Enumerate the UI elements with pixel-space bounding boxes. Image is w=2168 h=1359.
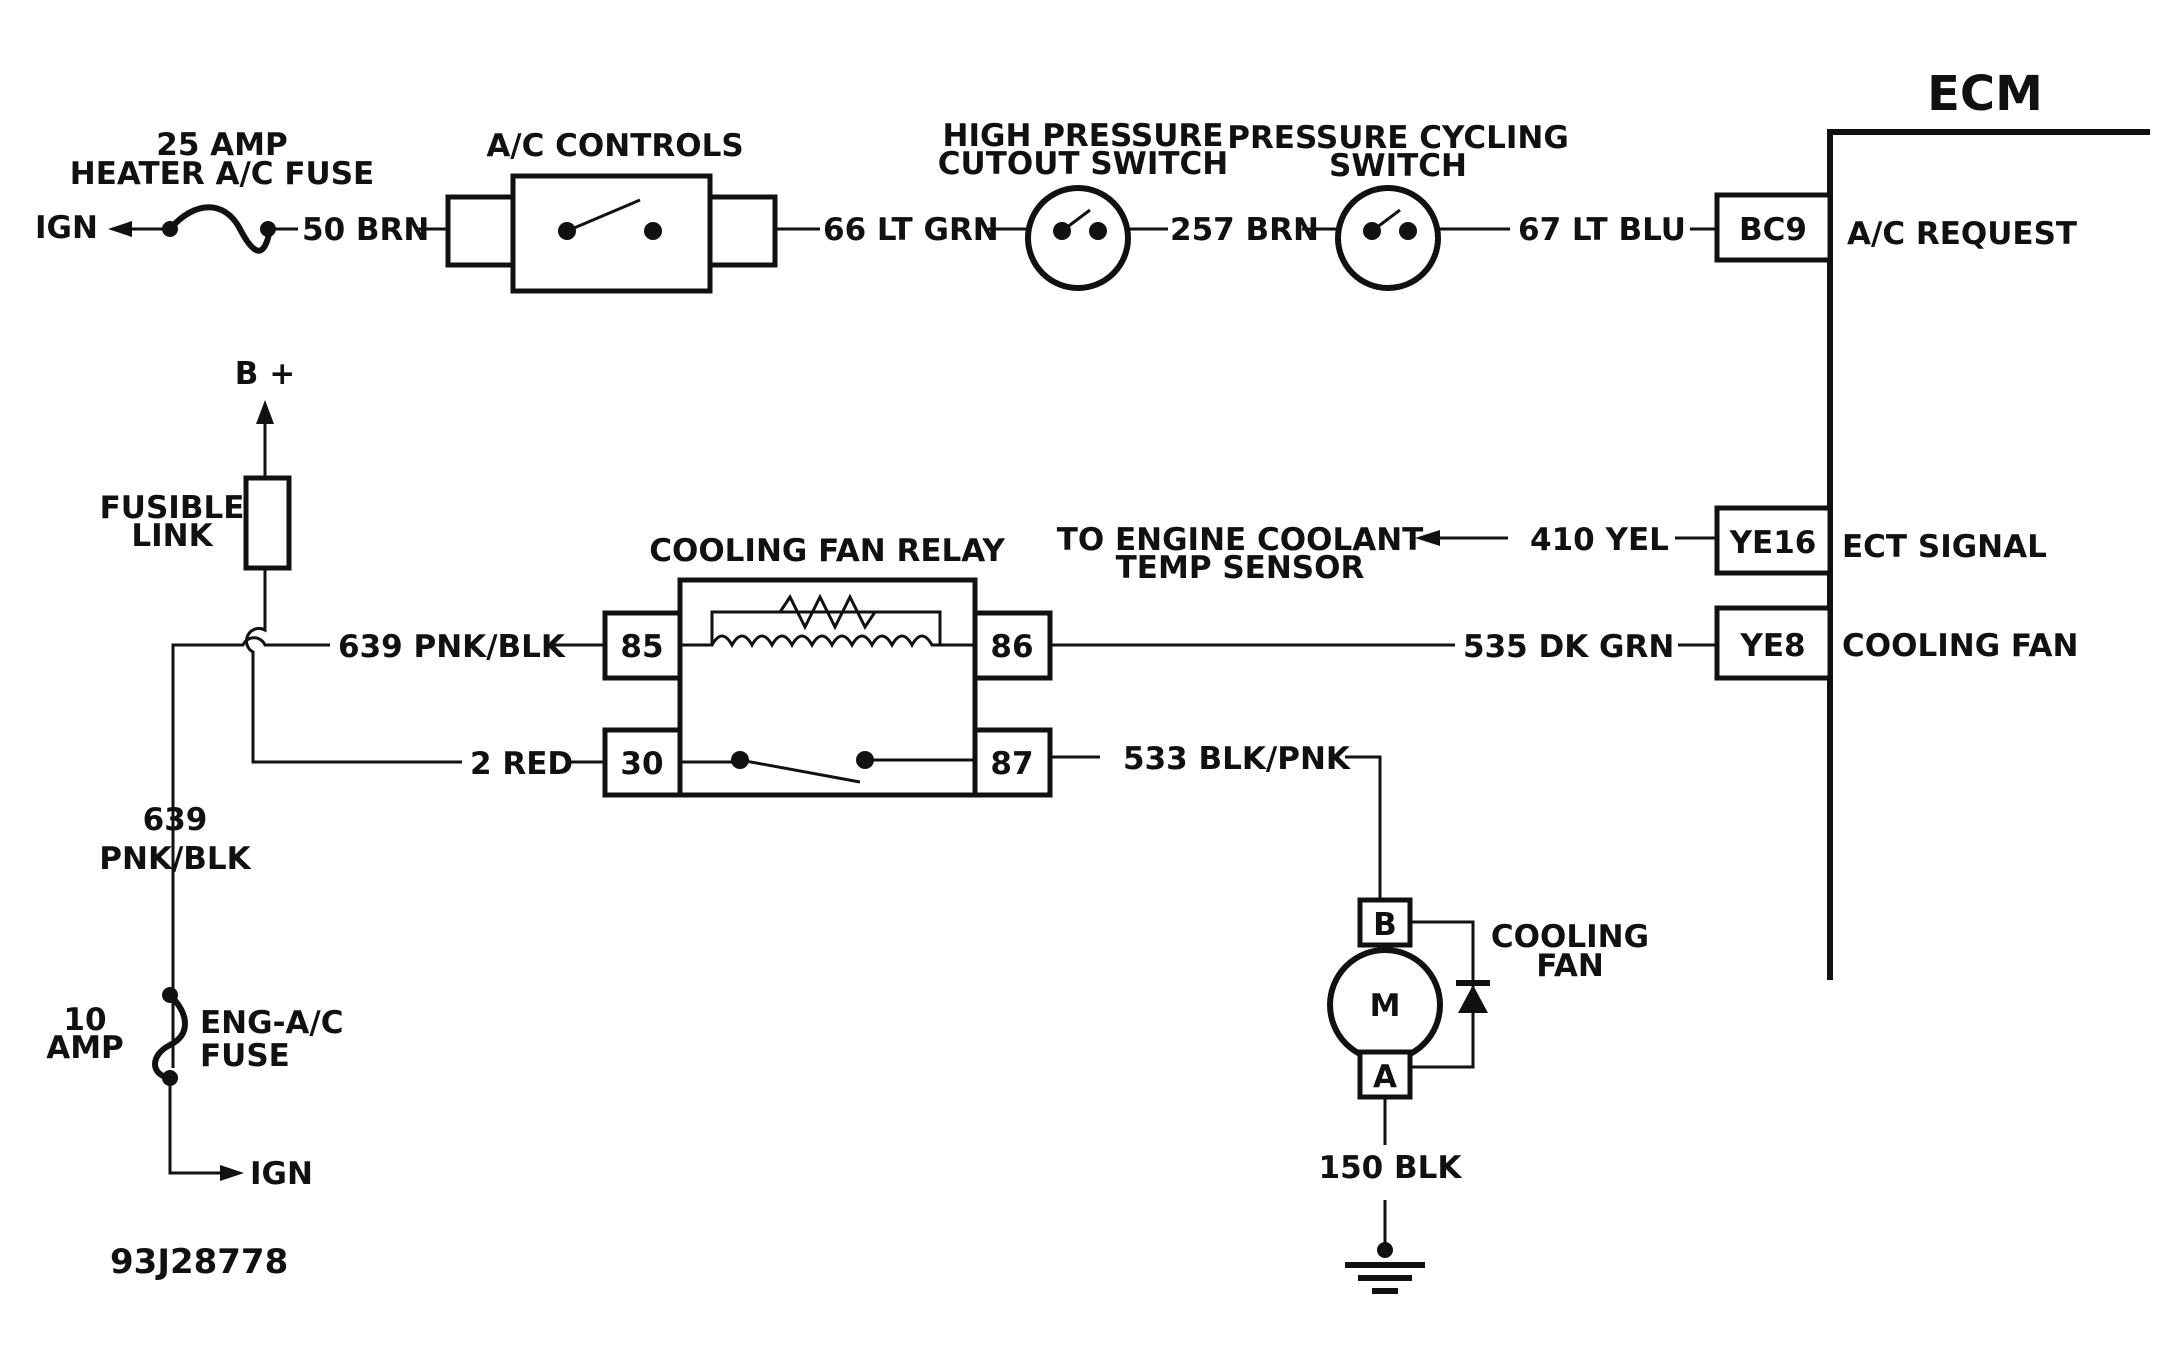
relay-pin-86-label: 86 [990, 629, 1033, 665]
hp-switch-blade [1061, 208, 1091, 233]
figure-id: 93J28778 [110, 1242, 288, 1282]
ecm-ect-signal-label: ECT SIGNAL [1842, 529, 2047, 565]
wire-639-pnk-blk-label: 639 PNK/BLK [338, 629, 566, 665]
ecm-pin-ye8-label: YE8 [1739, 628, 1805, 664]
cooling-fan: B M A COOLING FAN 150 BLK [1319, 897, 1649, 1294]
vertical-wire-number: 639 [143, 802, 208, 838]
fusible-link-label-2: LINK [131, 518, 213, 554]
ecm: ECM BC9 A/C REQUEST YE16 ECT SIGNAL YE8 … [1714, 66, 2150, 980]
wire-257-brn-label: 257 BRN [1170, 212, 1319, 248]
cycling-switch-body [1335, 185, 1441, 291]
ac-controls-connector-left [445, 194, 516, 268]
ac-request-circuit: 25 AMP HEATER A/C FUSE IGN 50 BRN A/C CO… [35, 118, 1717, 294]
ground-wire-label: 150 BLK [1319, 1150, 1463, 1186]
ecm-pin-ye16 [1714, 505, 1833, 576]
wire-66-lt-grn-label: 66 LT GRN [823, 212, 999, 248]
ign-arrow-head-bottom [220, 1165, 244, 1181]
wire-2-red-label: 2 RED [470, 746, 573, 782]
hp-switch-label-2: CUTOUT SWITCH [938, 146, 1228, 182]
fan-diode-icon [1458, 985, 1488, 1013]
fusible-link-label-1: FUSIBLE [100, 490, 245, 526]
ect-sensor-label-2: TEMP SENSOR [1116, 550, 1365, 586]
wire-533-blk-pnk-label: 533 BLK/PNK [1123, 741, 1351, 777]
relay-pin-87-label: 87 [990, 746, 1033, 782]
relay-switch-blade [739, 758, 861, 784]
eng-fuse-name-label-1: ENG-A/C [200, 1005, 344, 1041]
ecm-pin-bc9 [1714, 192, 1833, 263]
eng-fuse-name-label-2: FUSE [200, 1038, 290, 1074]
relay-pin-87 [972, 727, 1053, 798]
ac-controls-label: A/C CONTROLS [486, 128, 743, 164]
vertical-wire-color: PNK/BLK [99, 841, 251, 877]
fan-label-1: COOLING [1491, 919, 1649, 955]
ecm-pin-bc9-label: BC9 [1739, 212, 1807, 248]
ign-arrow-head-top [108, 221, 132, 237]
fan-label-2: FAN [1536, 948, 1604, 984]
ac-controls-contact-2 [644, 222, 662, 240]
wire-535-dk-grn-label: 535 DK GRN [1463, 629, 1674, 665]
ecm-border [1827, 129, 2150, 980]
fusible-link-icon [243, 475, 292, 571]
ac-controls-switch-blade [566, 198, 641, 233]
relay-pin-85-label: 85 [620, 629, 663, 665]
ac-controls-body [510, 173, 713, 294]
heater-fuse-amp-label: 25 AMP [156, 127, 288, 163]
ecm-pin-ye8 [1714, 605, 1833, 681]
relay-coil-icon [710, 634, 940, 649]
wire-67-lt-blu-label: 67 LT BLU [1518, 212, 1686, 248]
relay-pin-30-label: 30 [620, 746, 663, 782]
ect-sensor-label-1: TO ENGINE COOLANT [1057, 522, 1424, 558]
b-plus-label: B + [235, 356, 295, 392]
heater-fuse-icon [167, 204, 273, 254]
wire-639-vertical [171, 636, 330, 1068]
ign-label-top: IGN [35, 210, 98, 246]
cycling-switch-label-2: SWITCH [1329, 148, 1467, 184]
hp-switch-contact-2 [1089, 222, 1107, 240]
relay-pin-85 [602, 610, 683, 681]
relay-resistor-icon [778, 593, 877, 631]
hp-switch-label-1: HIGH PRESSURE [943, 118, 1224, 154]
fan-motor-label: M [1370, 988, 1401, 1024]
ect-arrow-head [1415, 530, 1440, 546]
wire-fusible-to-30 [244, 568, 462, 764]
wire-533-to-fan [1345, 755, 1382, 900]
ac-controls-connector-right [707, 194, 778, 268]
cycling-switch-blade [1371, 208, 1401, 233]
wire-fuse-to-ign [168, 1078, 225, 1175]
hp-switch-body [1025, 185, 1131, 291]
ecm-pin-ye16-label: YE16 [1729, 525, 1817, 561]
relay-pin-30 [602, 727, 683, 798]
cycling-switch-label-1: PRESSURE CYCLING [1227, 120, 1569, 156]
relay-circuit: B + FUSIBLE LINK 2 RED 639 PNK/BLK 639 P… [46, 356, 1717, 1192]
b-plus-arrow-head [256, 400, 274, 424]
ecm-cooling-fan-label: COOLING FAN [1842, 628, 2078, 664]
wire-410-yel-label: 410 YEL [1530, 522, 1669, 558]
eng-fuse-amp-label-2: AMP [46, 1030, 124, 1066]
wire-50-brn-label: 50 BRN [302, 212, 429, 248]
fan-pin-b-label: B [1373, 907, 1397, 943]
eng-fuse-amp-label-1: 10 [63, 1002, 106, 1038]
cycling-switch-contact-2 [1399, 222, 1417, 240]
ground-junction [1377, 1242, 1393, 1258]
ecm-ac-request-label: A/C REQUEST [1847, 216, 2077, 252]
eng-fuse-icon [152, 992, 188, 1081]
ecm-title: ECM [1927, 66, 2043, 122]
relay-label: COOLING FAN RELAY [649, 533, 1005, 569]
fan-pin-a-label: A [1373, 1059, 1397, 1095]
ign-label-bottom: IGN [250, 1156, 313, 1192]
heater-fuse-name-label: HEATER A/C FUSE [70, 156, 374, 192]
